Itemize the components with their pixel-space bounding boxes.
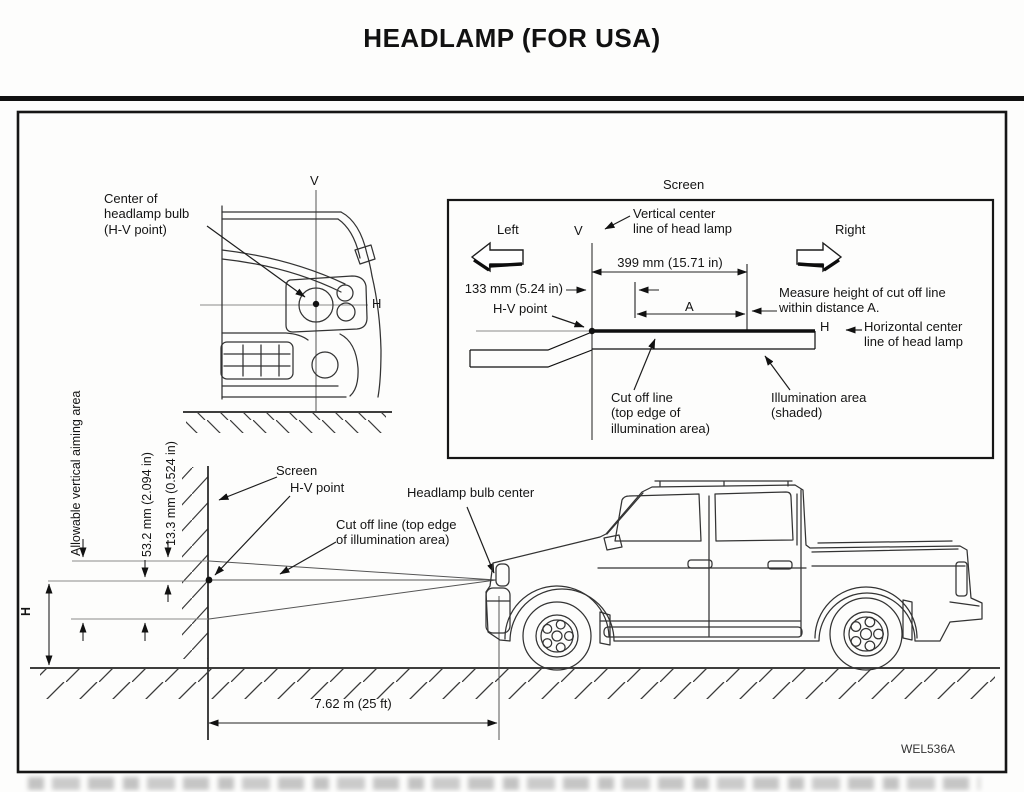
illumination-label: Illumination area (shaded) (771, 390, 867, 421)
h-axis-label-front: H (372, 296, 382, 311)
h-height-label: H (19, 607, 33, 616)
truck-front-view (183, 190, 392, 433)
ground-hatch (40, 669, 995, 699)
front-window (614, 493, 702, 542)
headlamp-housing (285, 275, 368, 333)
truck-side-view (485, 480, 983, 671)
hv-point-label-main: H-V point (290, 480, 345, 495)
fog-lamp (311, 351, 339, 379)
page-title: HEADLAMP (FOR USA) (363, 23, 661, 53)
v-axis-label-inset: V (574, 223, 583, 238)
hv-point-dot-screen (205, 576, 213, 584)
screen-wall-hatch (182, 467, 208, 659)
horizontal-center-label: Horizontal center line of head lamp (864, 319, 964, 350)
screen-inset (446, 198, 995, 460)
rear-wheel (829, 597, 903, 671)
dim-399-label: 399 mm (15.71 in) (617, 255, 723, 270)
hv-point-dot-inset (588, 327, 596, 335)
right-label: Right (835, 222, 866, 237)
hv-point-label-inset: H-V point (493, 301, 548, 316)
front-wheel (522, 601, 592, 671)
dim-133-label: 13.3 mm (0.524 in) (164, 441, 178, 546)
h-axis-label-inset: H (820, 319, 830, 334)
allowable-area-label: Allowable vertical aiming area (69, 391, 83, 556)
cutoff-label-main: Cut off line (top edge of illumination a… (336, 517, 457, 548)
measure-note-label: Measure height of cut off line within di… (779, 285, 946, 316)
truck-silhouette (485, 484, 983, 642)
headlamp-lens (298, 287, 334, 323)
inset-title: Screen (663, 177, 705, 192)
illumination-band-left-step (469, 331, 593, 368)
rear-window (714, 491, 794, 542)
bulb-center-label-front: Center of headlamp bulb (H-V point) (104, 191, 190, 237)
figure-frame (16, 110, 1008, 774)
title-rule (0, 96, 1024, 101)
figure-id: WEL536A (901, 742, 956, 756)
left-label: Left (497, 222, 519, 237)
inset-frame (446, 198, 995, 460)
roof-rack (654, 480, 793, 487)
grille (220, 341, 294, 380)
distance-a-label: A (685, 299, 694, 314)
side-mirror (603, 534, 623, 551)
tail-lamp (955, 561, 968, 597)
headlamp-side (495, 563, 510, 587)
v-axis-label-front: V (310, 173, 319, 188)
screen-label-main: Screen (276, 463, 318, 478)
bulb-center-label-main: Headlamp bulb center (407, 485, 535, 500)
door-handle-rear (767, 560, 793, 570)
light-rays (208, 560, 497, 620)
dim-133-label-inset: 133 mm (5.24 in) (464, 281, 563, 296)
running-board (603, 626, 803, 638)
aiming-side-view: Allowable vertical aiming area 53.2 mm (… (19, 391, 1000, 740)
dim-532-label: 53.2 mm (2.094 in) (140, 452, 154, 557)
hv-point-dot-front (312, 300, 320, 308)
cutoff-label-inset: Cut off line (top edge of illumination a… (611, 390, 710, 436)
ground-hatch-front-view (186, 413, 386, 433)
cropped-text-remnant (28, 777, 980, 790)
bulb-center-leader-front (206, 225, 306, 298)
front-bumper (485, 587, 511, 634)
vertical-center-label: Vertical center line of head lamp (633, 206, 733, 237)
dim-distance-label: 7.62 m (25 ft) (314, 696, 392, 711)
